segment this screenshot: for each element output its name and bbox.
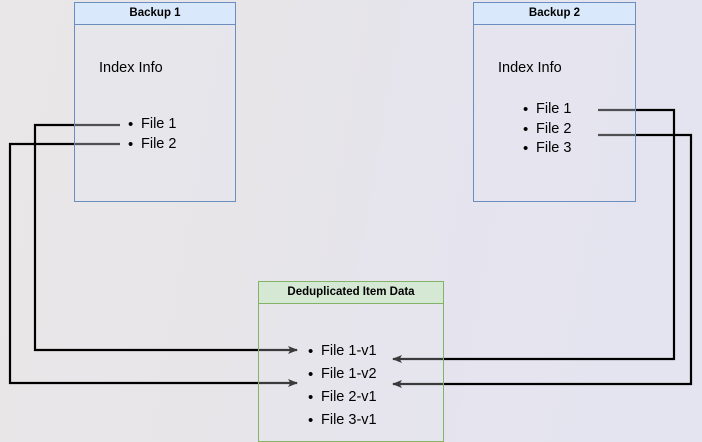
connector-backup1-file1-to-dedup-file1v1 <box>33 123 298 354</box>
node-backup-1[interactable]: Backup 1 Index Info File 1 File 2 <box>74 2 236 202</box>
list-item: File 2 <box>523 120 572 140</box>
list-item: File 1 <box>523 100 572 120</box>
list-item: File 1 <box>128 115 177 135</box>
connector-backup2-file2-to-dedup-file2v1 <box>392 133 693 388</box>
node-deduplicated-item-data[interactable]: Deduplicated Item Data File 1-v1 File 1-… <box>258 281 444 442</box>
node-backup-1-file-list: File 1 File 2 <box>125 115 177 155</box>
node-backup-1-section-label: Index Info <box>99 60 163 76</box>
node-deduplicated-item-data-title: Deduplicated Item Data <box>259 282 443 304</box>
node-backup-2-section-label: Index Info <box>498 60 562 76</box>
connector-backup2-file1-to-dedup-file1v2 <box>392 108 676 363</box>
list-item: File 3-v1 <box>308 409 377 432</box>
list-item: File 2 <box>128 135 177 155</box>
list-item: File 1-v1 <box>308 340 377 363</box>
node-backup-2-file-list: File 1 File 2 File 3 <box>520 100 572 159</box>
list-item: File 2-v1 <box>308 386 377 409</box>
node-backup-1-title: Backup 1 <box>75 3 235 25</box>
list-item: File 3 <box>523 139 572 159</box>
node-backup-2[interactable]: Backup 2 Index Info File 1 File 2 File 3 <box>473 2 636 202</box>
node-backup-2-title: Backup 2 <box>474 3 635 25</box>
list-item: File 1-v2 <box>308 363 377 386</box>
connector-backup1-file2-to-dedup-file2v1 <box>8 142 298 387</box>
node-deduplicated-item-data-file-list: File 1-v1 File 1-v2 File 2-v1 File 3-v1 <box>305 340 377 432</box>
